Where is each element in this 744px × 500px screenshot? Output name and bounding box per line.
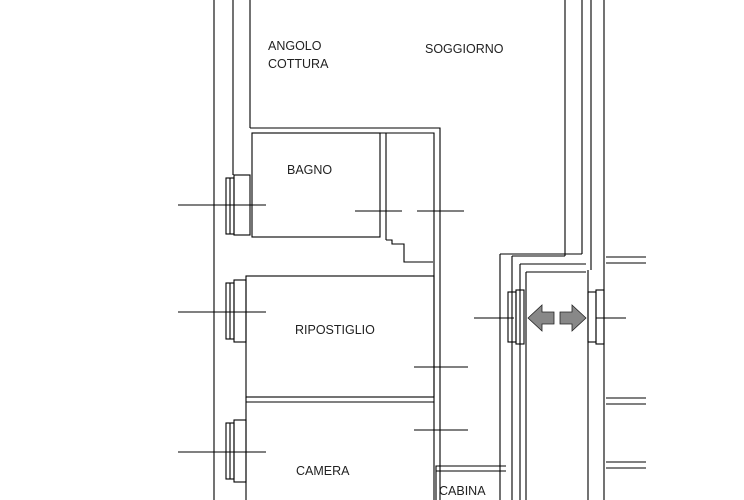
- room-label-bagno: BAGNO: [287, 163, 333, 177]
- arrow-right-icon: [559, 304, 587, 332]
- arrow-left-icon: [527, 304, 555, 332]
- room-label-angolo-cottura-line2: COTTURA: [268, 57, 329, 71]
- bathroom-walls: [250, 127, 441, 500]
- room-label-camera: CAMERA: [296, 464, 350, 478]
- room-label-angolo-cottura: ANGOLO COTTURA: [268, 37, 328, 73]
- window-icon: [225, 174, 251, 483]
- corridor-window-left: [507, 289, 525, 345]
- room-label-ripostiglio: RIPOSTIGLIO: [295, 323, 375, 337]
- right-structure-walls: [606, 256, 646, 469]
- room-label-cabina: CABINA: [439, 484, 486, 498]
- closet-walls: [435, 465, 506, 500]
- living-room-right-wall: [500, 0, 583, 257]
- room-label-soggiorno: SOGGIORNO: [425, 42, 504, 56]
- left-exterior-wall: [213, 0, 251, 500]
- corridor-walls: [499, 0, 605, 500]
- section-lines: [178, 204, 626, 453]
- corridor-window-right: [587, 289, 605, 345]
- room-label-angolo-cottura-line1: ANGOLO: [268, 39, 322, 53]
